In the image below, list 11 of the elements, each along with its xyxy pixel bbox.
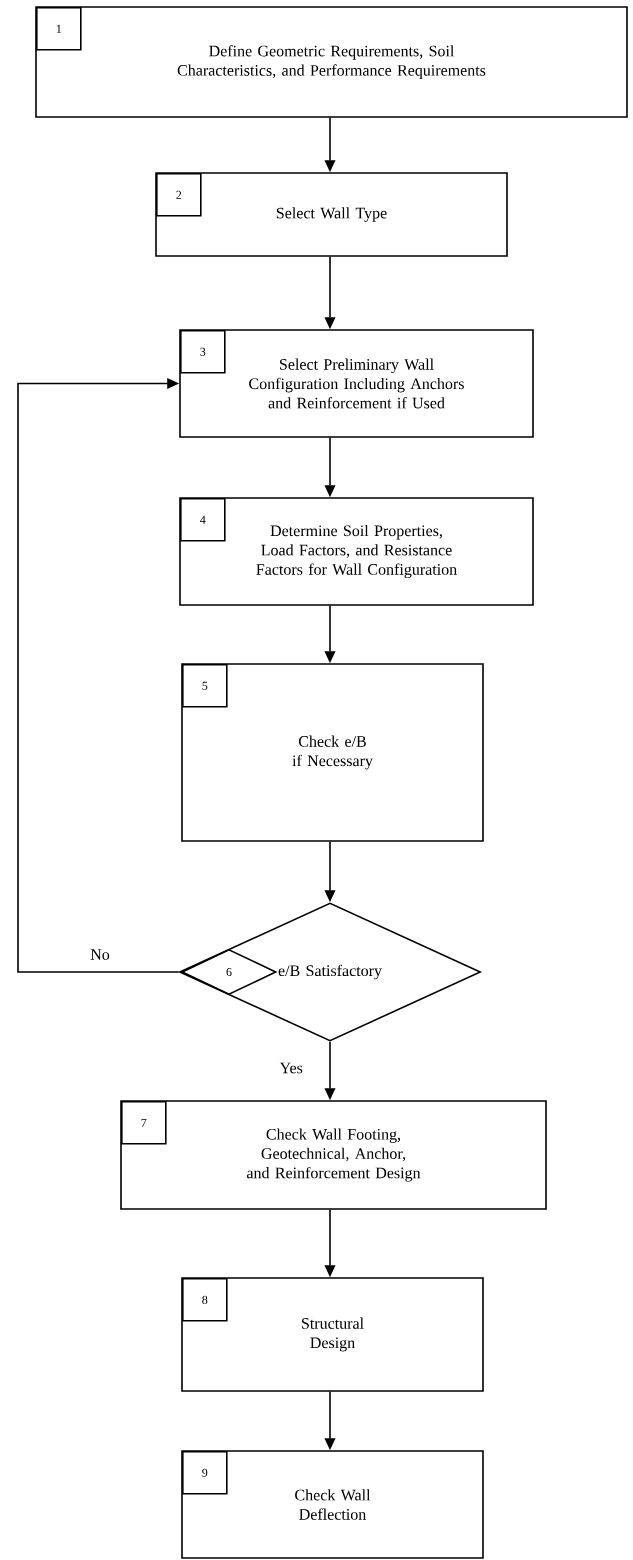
edge-label: No xyxy=(88,947,112,962)
edge-label: Yes xyxy=(278,1061,305,1075)
step-number-box: 2 xyxy=(156,173,202,217)
step-number-box: 5 xyxy=(182,664,228,708)
step-number-box: 1 xyxy=(36,7,82,51)
step-number-box: 3 xyxy=(180,330,226,374)
arrow xyxy=(17,377,180,973)
step-number-box: 8 xyxy=(182,1278,228,1322)
step-number-box: 4 xyxy=(180,498,226,542)
step-number-box: 7 xyxy=(121,1101,167,1145)
step-number-box: 9 xyxy=(182,1451,228,1495)
